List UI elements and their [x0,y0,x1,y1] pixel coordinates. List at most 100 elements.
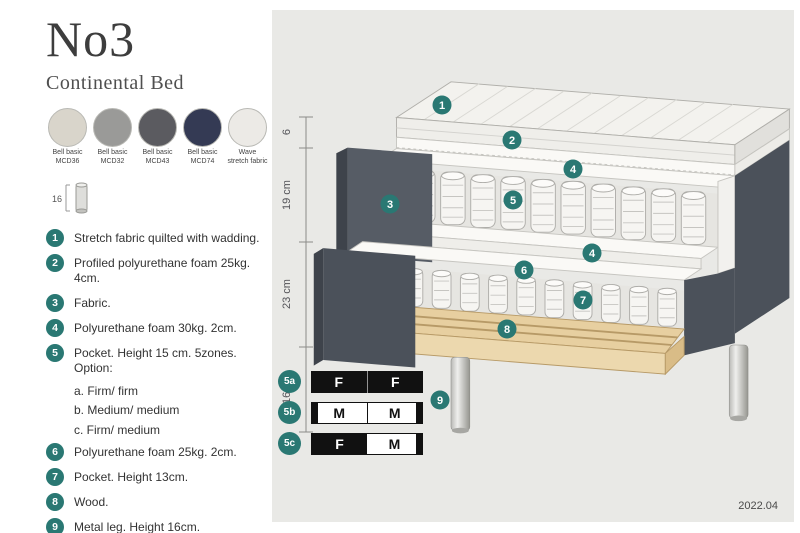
upper-fabric-panel-side [336,147,348,262]
fabric-swatch-circle [228,108,267,147]
swatch-label-line2: MCD74 [190,157,215,165]
item-text: Stretch fabric quilted with wadding. [74,230,260,245]
svg-text:2: 2 [509,135,515,147]
callout-3: 3 [380,194,400,214]
bed-cutaway-illustration: 6 19 cm 23 cm 16 cm 1 2 3 4 5 4 6 7 8 9 [281,81,791,434]
dim-label-top-pad: 6 [281,129,293,135]
list-item: 2 Profiled polyurethane foam 25kg. 4cm. [46,253,272,287]
item-text: Polyurethane foam 30kg. 2cm. [74,320,237,335]
quilt-stitch-lines [424,83,762,144]
callout-4-top: 4 [563,159,583,179]
callout-1: 1 [432,95,452,115]
firmness-cell-right: M [366,402,423,423]
firmness-bar: F M [311,432,423,455]
callout-2: 2 [502,130,522,150]
firmness-cell-left: F [312,433,367,454]
item-text: Pocket. Height 15 cm. 5zones. Option: [74,345,237,376]
leg-height-label: 16 [52,194,62,204]
svg-text:8: 8 [504,324,510,336]
leg-glyph [75,184,88,211]
svg-text:5: 5 [510,195,516,207]
list-item: 6 Polyurethane foam 25kg. 2cm. [46,442,272,461]
leg-height-icon: 16 [46,177,272,219]
page-subtitle: Continental Bed [46,72,185,94]
divan-spring-cavity [345,263,685,330]
item-text: Profiled polyurethane foam 25kg. 4cm. [74,255,251,286]
dim-label-upper-mattress: 19 cm [281,180,293,210]
firmness-cell-right: F [366,370,424,393]
dim-label-divan: 23 cm [281,279,293,309]
list-item: 7 Pocket. Height 13cm. [46,467,272,486]
svg-text:9: 9 [437,395,443,407]
firmness-cell-left: F [334,373,344,390]
item-option: b. Medium/ medium [74,403,180,418]
firmness-bar: F F [311,370,424,393]
item-number-badge: 7 [46,467,64,486]
callout-7: 7 [573,290,593,310]
callout-8: 8 [497,319,517,339]
callout-6: 6 [514,260,534,280]
firmness-row-5b: 5b M M [278,401,423,424]
bed-group [313,81,791,434]
item-text: Fabric. [74,295,111,310]
svg-text:1: 1 [439,100,445,112]
list-item: 4 Polyurethane foam 30kg. 2cm. [46,318,272,337]
item-number-badge: 8 [46,492,64,511]
firmness-bar: M M [311,401,423,424]
divan-right-front-fabric [684,267,735,356]
item-number-badge: 6 [46,442,64,461]
item-number-badge: 9 [46,517,64,533]
firmness-row-5a: 5a F F [278,370,423,393]
page-title: No3 [46,11,136,67]
swatch-label-line1: Bell basic [97,149,128,156]
leg-height-bracket [65,184,70,211]
firmness-cell-right: M [388,435,401,452]
item-text: Wood. [74,494,109,509]
swatch-label-line2: MCD43 [145,157,170,165]
firmness-badge: 5c [278,432,301,455]
swatch-label-line2: MCD36 [55,157,80,165]
divan-fabric-panel [323,248,416,368]
svg-text:6: 6 [521,265,527,277]
right-end-fabric-panel [734,140,790,334]
list-item: 5 Pocket. Height 15 cm. 5zones. Option: [46,343,272,377]
wood-base-rail-end [664,335,685,376]
list-item: 3 Fabric. [46,293,272,312]
svg-text:7: 7 [580,295,586,307]
svg-text:3: 3 [387,199,393,211]
quilt-piping-line [396,127,735,156]
swatch-label-line1: Wave [238,149,257,156]
profiled-foam-wave [396,147,735,176]
item-option: a. Firm/ firm [74,383,138,398]
swatch-label-line1: Bell basic [187,149,218,156]
firmness-row-5c: 5c F M [278,432,423,455]
divan-fabric-panel-side [313,248,324,366]
item-text: Metal leg. Height 16cm. [74,519,201,533]
metal-leg-right [728,344,749,422]
callout-5: 5 [503,190,523,210]
callout-9: 9 [430,390,450,410]
illustration-panel: 6 19 cm 23 cm 16 cm 1 2 3 4 5 4 6 7 8 9 … [272,10,794,522]
mattress-corner-frame [717,175,736,275]
list-item: 9 Metal leg. Height 16cm. [46,517,272,533]
list-item: 8 Wood. [46,492,272,511]
swatch-label-line1: Bell basic [142,149,173,156]
swatch-label-line2: stretch fabric [227,157,268,165]
firmness-cell-left: M [333,404,346,421]
callout-4-bottom: 4 [582,243,602,263]
fabric-swatch-circle [138,108,177,147]
item-number-badge: 3 [46,293,64,312]
item-text: Pocket. Height 13cm. [74,469,189,484]
list-item: 1 Stretch fabric quilted with wadding. [46,228,272,247]
item-number-badge: 5 [46,343,64,362]
firmness-table: 5a F F 5b M M 5c F M [278,370,423,463]
svg-text:4: 4 [570,164,577,176]
svg-text:4: 4 [589,248,596,260]
